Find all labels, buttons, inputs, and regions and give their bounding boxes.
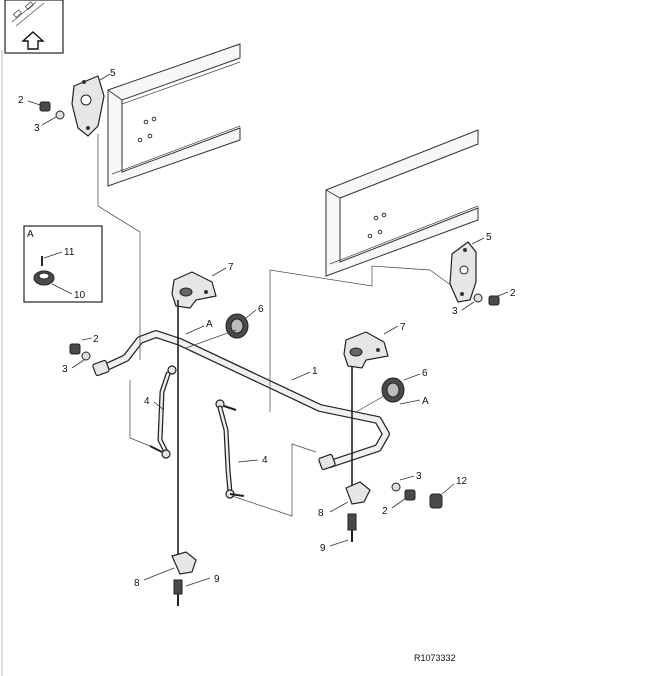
callout-3-lower: 3 xyxy=(416,471,422,482)
detail-inset-a xyxy=(23,225,103,303)
callout-4-right: 4 xyxy=(262,455,268,466)
mounting-bracket-left xyxy=(39,75,105,137)
callout-a-left: A xyxy=(206,319,213,330)
callout-9-right: 9 xyxy=(320,543,326,554)
callout-8-left: 8 xyxy=(134,578,140,589)
bushing-left xyxy=(225,313,249,339)
callout-labels: 5 2 3 A 11 10 7 6 A 2 3 1 4 7 6 A 4 5 2 … xyxy=(18,68,516,589)
callout-3-right: 3 xyxy=(452,306,458,317)
fasteners-left xyxy=(69,343,91,361)
bushing-right xyxy=(381,377,405,403)
callout-4-left: 4 xyxy=(144,396,150,407)
callout-7-left: 7 xyxy=(228,262,234,273)
mounting-bracket-right xyxy=(449,241,500,306)
callout-5-right: 5 xyxy=(486,232,492,243)
callout-2-lower: 2 xyxy=(382,506,388,517)
bolt-long-right xyxy=(345,366,371,542)
callout-12: 12 xyxy=(456,476,468,487)
fasteners-right xyxy=(391,482,443,509)
callout-6-left: 6 xyxy=(258,304,264,315)
callout-7-right: 7 xyxy=(400,322,406,333)
leader-lines xyxy=(27,73,509,587)
chassis-rail-right xyxy=(325,129,479,277)
callout-detail-a: A xyxy=(27,229,34,240)
chassis-rail-left xyxy=(107,43,241,187)
callout-6-right: 6 xyxy=(422,368,428,379)
callout-1: 1 xyxy=(312,366,318,377)
callout-a-right: A xyxy=(422,396,429,407)
drop-link-left xyxy=(149,365,177,459)
callout-11: 11 xyxy=(64,247,75,258)
callout-8-right: 8 xyxy=(318,508,324,519)
bolt-long-left xyxy=(171,300,197,606)
callout-2-left: 2 xyxy=(18,95,24,106)
callout-3-bar-left: 3 xyxy=(62,364,68,375)
callout-9-left: 9 xyxy=(214,574,220,585)
callout-2-right: 2 xyxy=(510,288,516,299)
orientation-icon-box xyxy=(4,0,64,54)
clamp-right xyxy=(343,331,389,369)
guide-lines xyxy=(97,134,453,517)
up-arrow-icon xyxy=(21,31,45,50)
clamp-left xyxy=(171,271,217,309)
stabilizer-bar xyxy=(92,330,390,471)
view-direction-icon xyxy=(11,1,45,27)
callout-5-left: 5 xyxy=(110,68,116,79)
callout-3-left: 3 xyxy=(34,123,40,134)
callout-2-bar-left: 2 xyxy=(93,334,99,345)
reference-code: R1073332 xyxy=(414,653,456,663)
callout-10: 10 xyxy=(74,290,86,301)
drop-link-right xyxy=(215,399,245,499)
